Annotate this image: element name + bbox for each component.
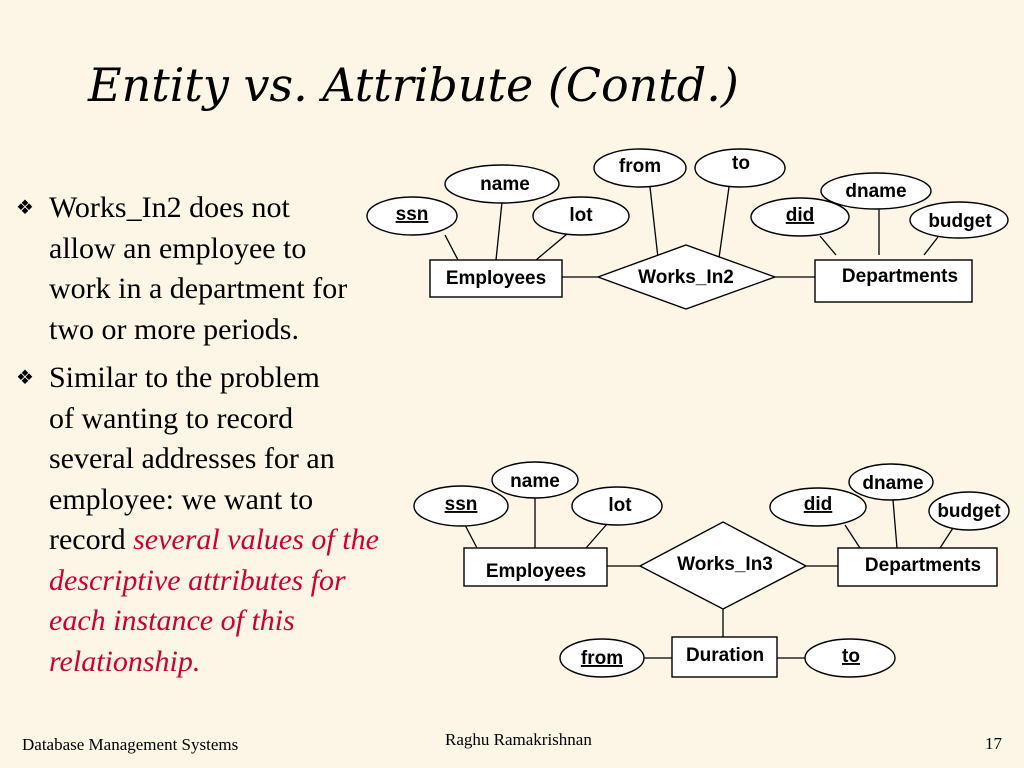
footer-course-title: Database Management Systems [22, 735, 239, 754]
attribute-dname-ellipse[interactable] [820, 172, 932, 210]
connector-line [535, 233, 568, 261]
key-attribute-label: ssn [396, 204, 429, 225]
bullet-text-plain: record [49, 523, 134, 556]
bullet-list: ❖ Works_In2 does not allow an employee t… [16, 188, 436, 690]
attribute-label: to [732, 153, 750, 174]
attribute-to-ellipse[interactable] [694, 148, 786, 188]
attribute-label: budget [928, 211, 992, 232]
diamond-bullet-icon: ❖ [16, 197, 34, 219]
bullet-line-emphasis: relationship. [49, 644, 201, 678]
attribute-lot-ellipse[interactable] [532, 196, 630, 236]
bullet-line: Works_In2 does not [49, 191, 290, 224]
attribute-budget-ellipse[interactable] [928, 491, 1010, 531]
relationship-works-in3-diamond[interactable] [638, 521, 808, 610]
key-attribute-label: ssn [445, 494, 478, 515]
key-attribute-label: to [842, 646, 860, 667]
connector-line [718, 186, 730, 259]
attribute-label: budget [937, 501, 1001, 522]
connector-line [495, 201, 503, 261]
connector-line [444, 234, 459, 261]
attribute-label: name [510, 471, 560, 492]
relationship-label: Works_In2 [638, 267, 734, 288]
footer-author: Raghu Ramakrishnan [445, 730, 592, 749]
bullet-line: two or more periods. [49, 312, 299, 346]
connector-line [464, 524, 478, 549]
attribute-label: lot [569, 205, 593, 226]
attribute-label: name [480, 174, 530, 195]
attribute-label: dname [845, 181, 906, 202]
connector-line [585, 523, 608, 549]
key-attribute-label: from [581, 648, 623, 669]
bullet-line: record several values of the [49, 520, 436, 561]
bullet-line: Similar to the problem [49, 361, 320, 394]
entity-label: Employees [446, 268, 546, 289]
attribute-label: dname [862, 473, 923, 494]
bullet-line-emphasis: descriptive attributes for [49, 563, 346, 597]
entity-label: Departments [842, 266, 958, 287]
entity-duration-box[interactable] [671, 636, 778, 678]
diamond-bullet-icon: ❖ [16, 367, 34, 389]
attribute-lot-ellipse[interactable] [571, 486, 663, 526]
attribute-dname-ellipse[interactable] [848, 463, 934, 501]
entity-employees-box[interactable] [463, 547, 608, 587]
entity-label: Duration [686, 645, 764, 666]
connector-line [819, 235, 837, 256]
bullet-line: employee: we want to [49, 482, 314, 516]
attribute-ssn-ellipse[interactable] [366, 196, 458, 236]
entity-departments-box[interactable] [814, 259, 973, 303]
attribute-name-ellipse[interactable] [491, 461, 579, 499]
bullet-item-2: ❖ Similar to the problem of wanting to r… [16, 358, 436, 682]
attribute-ssn-ellipse[interactable] [413, 485, 509, 527]
connector-line [923, 236, 939, 256]
key-attribute-label: did [786, 205, 815, 226]
relationship-label: Works_In3 [677, 554, 773, 575]
connector-line [892, 499, 898, 549]
attribute-label: from [619, 156, 661, 177]
bullet-line: of wanting to record [49, 401, 294, 435]
attribute-did-ellipse[interactable] [769, 487, 867, 527]
attribute-from-ellipse[interactable] [559, 638, 645, 678]
bullet-line: allow an employee to [49, 231, 307, 265]
attribute-to-ellipse[interactable] [804, 638, 896, 678]
connector-line [939, 527, 954, 549]
entity-employees-box[interactable] [429, 259, 563, 298]
bullet-line: work in a department for [49, 272, 348, 305]
bullet-line: several addresses for an [49, 442, 335, 475]
page-number: 17 [985, 734, 1002, 753]
entity-label: Departments [865, 555, 981, 576]
connector-line [844, 524, 861, 549]
bullet-item-1: ❖ Works_In2 does not allow an employee t… [16, 188, 436, 350]
attribute-did-ellipse[interactable] [750, 197, 850, 237]
connector-line [649, 186, 659, 259]
entity-departments-box[interactable] [837, 547, 998, 587]
bullet-text-emphasis: several values of the [133, 523, 379, 556]
slide-title: Entity vs. Attribute (Contd.) [88, 58, 739, 112]
attribute-budget-ellipse[interactable] [909, 201, 1009, 239]
key-attribute-label: did [804, 494, 833, 515]
attribute-label: lot [608, 495, 632, 516]
entity-label: Employees [486, 561, 586, 582]
attribute-from-ellipse[interactable] [593, 148, 687, 188]
bullet-line-emphasis: each instance of this [49, 604, 295, 637]
attribute-name-ellipse[interactable] [444, 164, 560, 204]
relationship-works-in2-diamond[interactable] [595, 244, 778, 310]
